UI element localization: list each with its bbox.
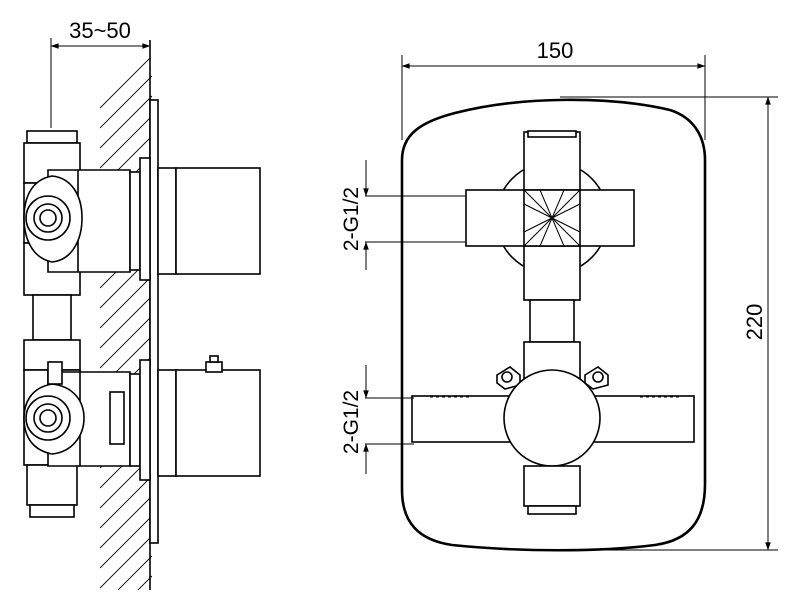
lower-valve-body xyxy=(23,339,131,518)
height-dimension: 220 xyxy=(560,96,778,551)
lower-handle-side xyxy=(129,355,261,481)
upper-connection-label: 2-G1/2 xyxy=(340,187,363,251)
front-view: 150 220 xyxy=(340,38,778,552)
cover-plate-side xyxy=(149,99,159,544)
upper-handle-side xyxy=(129,157,261,281)
wall-hatching xyxy=(100,58,152,590)
side-view: 35~50 xyxy=(23,18,261,590)
install-depth-label: 35~50 xyxy=(69,18,131,43)
center-stem xyxy=(523,299,581,379)
lower-connection-dimension: 2-G1/2 xyxy=(340,365,414,474)
upper-cross-handle xyxy=(465,130,635,301)
install-depth-dimension: 35~50 xyxy=(50,18,151,128)
upper-valve-body xyxy=(23,130,131,341)
width-label: 150 xyxy=(537,38,574,63)
height-label: 220 xyxy=(742,304,767,341)
width-dimension: 150 xyxy=(401,38,706,140)
upper-connection-dimension: 2-G1/2 xyxy=(340,160,466,270)
lower-connection-label: 2-G1/2 xyxy=(340,390,363,454)
cover-plate-front xyxy=(400,98,707,552)
lower-lever-handle xyxy=(411,366,695,515)
